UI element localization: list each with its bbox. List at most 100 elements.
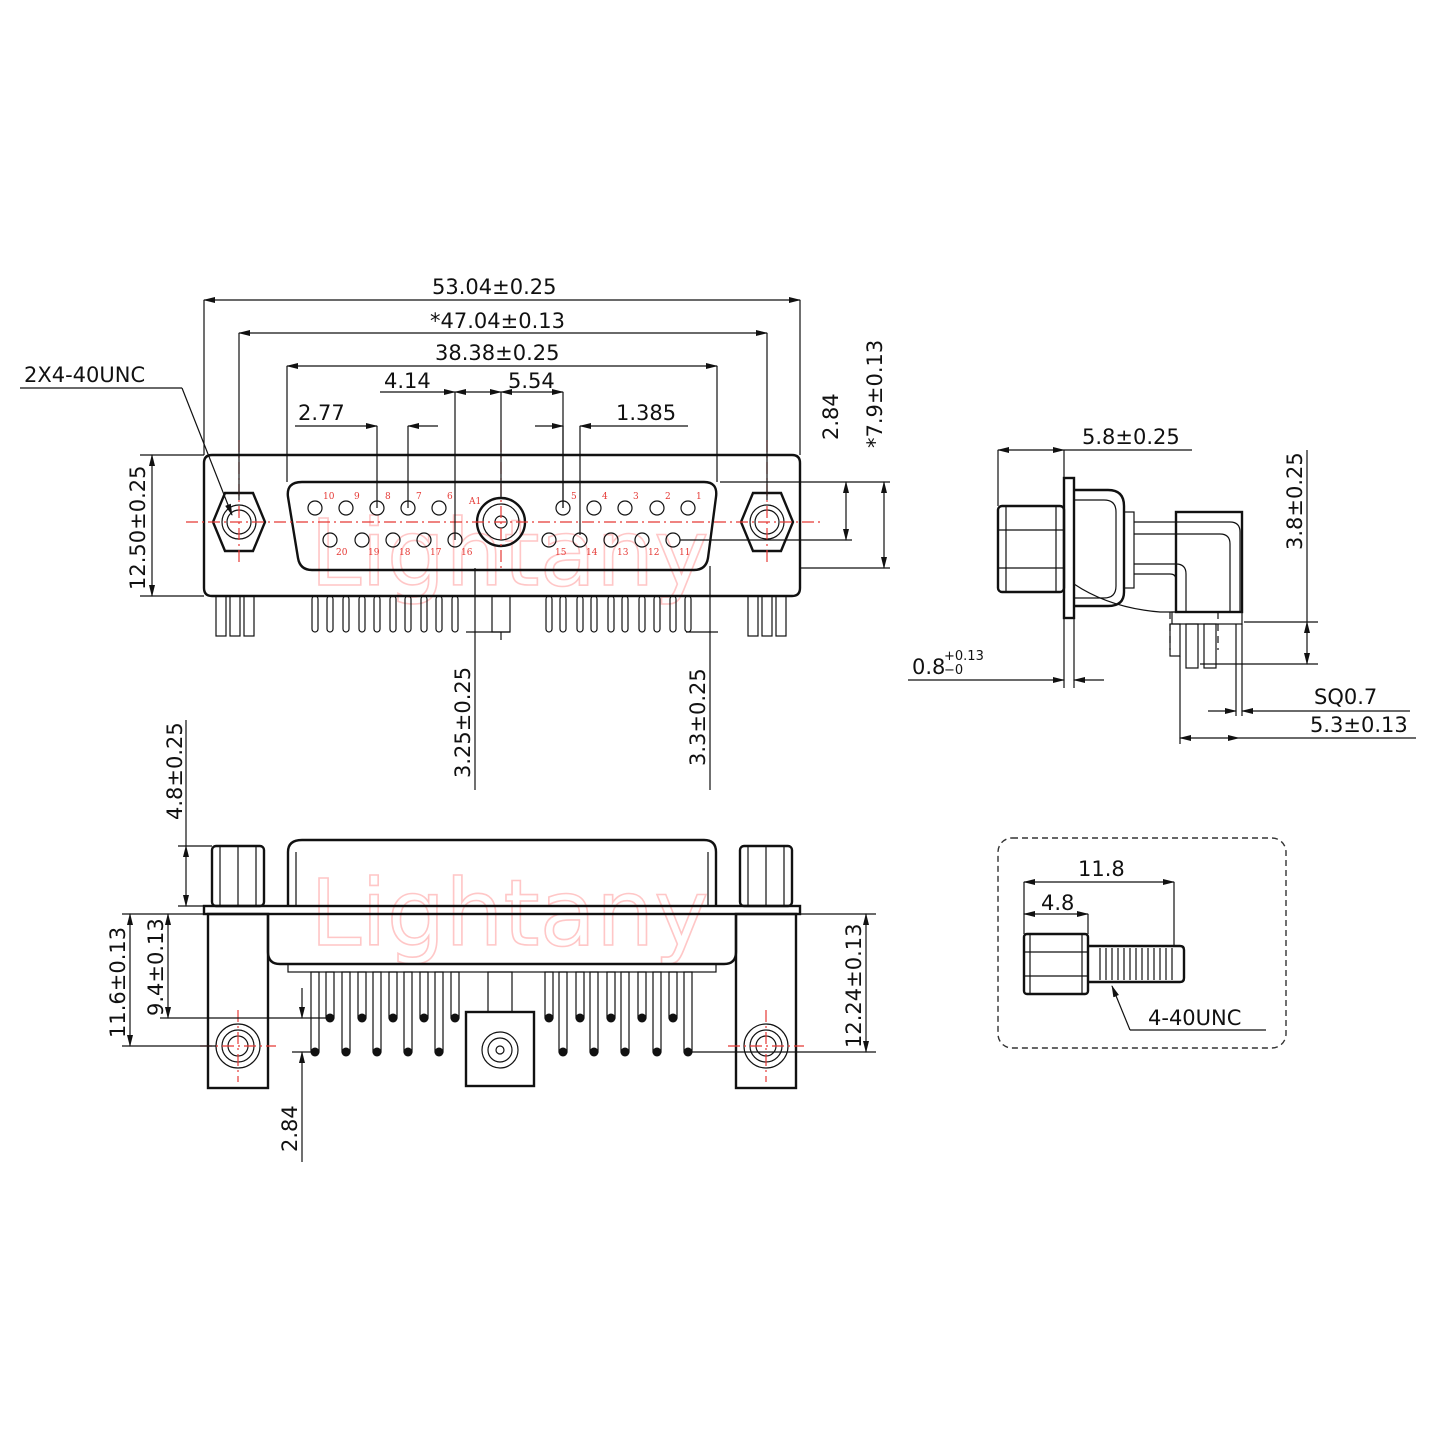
bottom-view: 4.8±0.25 11.6±0.13 9.4±0.13 12.24±0.13 2… <box>106 720 876 1162</box>
pin-lead <box>404 595 412 633</box>
pin-top-1: 1 <box>680 492 702 516</box>
watermark-front: Lightany <box>310 500 709 607</box>
bottom-pin-lower <box>310 971 320 1053</box>
screw-head <box>1022 932 1090 996</box>
pin-bottom-18: 18 <box>385 532 411 558</box>
bottom-pin-lower <box>403 971 413 1053</box>
bottom-flange <box>202 904 802 916</box>
pin-label: 18 <box>399 548 411 558</box>
bottom-pin-tip <box>403 1047 413 1057</box>
pin-lead <box>420 595 428 633</box>
dim-bottom-2-84: 2.84 <box>278 1105 302 1152</box>
bottom-pin-tip <box>637 1013 647 1023</box>
front-board-legs <box>215 595 787 637</box>
bottom-pin-lower <box>589 971 599 1053</box>
bottom-pin-tip <box>450 1013 460 1023</box>
pin-label: 16 <box>461 548 473 558</box>
dim-pin-square: SQ0.7 <box>1314 685 1377 709</box>
screw-detail: 11.8 4.8 4-40UNC <box>997 837 1287 1049</box>
dim-7-9: *7.9±0.13 <box>863 340 887 448</box>
pin-label: 12 <box>648 548 659 558</box>
bottom-pin-upper <box>637 971 647 1019</box>
pin-label: 4 <box>602 492 608 502</box>
pin-lead <box>326 595 334 633</box>
dim-9-4: 9.4±0.13 <box>144 918 168 1016</box>
bottom-pin-tip <box>620 1047 630 1057</box>
bottom-pin-tip <box>388 1013 398 1023</box>
pin-lead <box>358 595 366 633</box>
dim-nut-height: 4.8±0.25 <box>163 722 187 820</box>
dim-mount-spacing: *47.04±0.13 <box>430 309 565 333</box>
pin-lead <box>545 595 553 633</box>
bottom-pin-upper <box>388 971 398 1019</box>
dim-side-height: 3.8±0.25 <box>1283 452 1307 550</box>
dim-overall-width: 53.04±0.25 <box>432 275 556 299</box>
pin-lead <box>435 595 443 633</box>
pin-label: 14 <box>586 548 598 558</box>
side-bent-pin-lower <box>1134 563 1187 612</box>
pin-top-3: 3 <box>617 492 639 516</box>
pin-label: 10 <box>323 492 335 502</box>
pin-label: 11 <box>679 548 690 558</box>
pin-label: 6 <box>447 492 453 502</box>
bottom-pin-tip <box>357 1013 367 1023</box>
bottom-pin-tip <box>652 1047 662 1057</box>
front-dimensions: 53.04±0.25 *47.04±0.13 38.38±0.25 4.14 5… <box>20 275 890 790</box>
screw-thread-label: 4-40UNC <box>1148 1006 1241 1030</box>
bottom-pin-tip <box>606 1013 616 1023</box>
pin-label-a1: A1 <box>468 497 481 507</box>
pin-label: 17 <box>430 548 442 558</box>
bottom-pin-tip <box>589 1047 599 1057</box>
pin-bottom-15: 15 <box>541 532 567 558</box>
screw-detail-frame <box>997 837 1287 1049</box>
pin-lead <box>638 595 646 633</box>
front-flange <box>202 453 802 598</box>
side-view: 5.8±0.25 3.8±0.25 0.8 +0.13 −0 SQ0.7 5.3… <box>908 425 1416 744</box>
bottom-left-bracket <box>206 912 270 1090</box>
front-d-shell <box>286 480 718 572</box>
bottom-pin-upper <box>357 971 367 1019</box>
dim-3-25: 3.25±0.25 <box>451 667 475 778</box>
dim-2-77: 2.77 <box>298 401 345 425</box>
pin-label: 19 <box>368 548 380 558</box>
pin-bottom-20: 20 <box>322 532 348 558</box>
bottom-pin-tip <box>434 1047 444 1057</box>
dim-shell-width: 38.38±0.25 <box>435 341 559 365</box>
pin-lead <box>373 595 381 633</box>
dim-side-depth: 5.8±0.25 <box>1082 425 1180 449</box>
bottom-pin-tip <box>575 1013 585 1023</box>
bottom-coax-housing <box>464 1010 536 1088</box>
bottom-pin-tip <box>668 1013 678 1023</box>
pin-label: 9 <box>354 492 360 502</box>
dim-1-385: 1.385 <box>616 401 676 425</box>
pin-label: 13 <box>617 548 629 558</box>
pin-lead <box>576 595 584 633</box>
dim-3-3: 3.3±0.25 <box>686 668 710 766</box>
bottom-pin-upper <box>544 971 554 1019</box>
bottom-pin-upper <box>606 971 616 1019</box>
pin-top-6: 6 <box>431 492 453 516</box>
dim-2-84: 2.84 <box>819 393 843 440</box>
pin-lead <box>451 595 459 633</box>
bottom-pin-lower <box>341 971 351 1053</box>
bottom-pin-tip <box>341 1047 351 1057</box>
dim-screw-head: 4.8 <box>1041 891 1074 915</box>
pin-bottom-19: 19 <box>354 532 380 558</box>
pin-lead <box>669 595 677 633</box>
pin-lead <box>607 595 615 633</box>
bottom-pin-tip <box>544 1013 554 1023</box>
bottom-pin-upper <box>419 971 429 1019</box>
bottom-pin-lower <box>683 971 693 1053</box>
pin-top-9: 9 <box>338 492 360 516</box>
bottom-pin-lower <box>372 971 382 1053</box>
dim-flange-tol-minus: −0 <box>944 663 963 678</box>
side-board-legs <box>1171 611 1243 625</box>
pin-bottom-17: 17 <box>416 532 442 558</box>
pin-label: 15 <box>555 548 567 558</box>
dim-flange: 0.8 <box>912 655 945 679</box>
pin-label: 2 <box>665 492 671 502</box>
side-flange <box>1062 476 1076 620</box>
pin-lead <box>342 595 350 633</box>
